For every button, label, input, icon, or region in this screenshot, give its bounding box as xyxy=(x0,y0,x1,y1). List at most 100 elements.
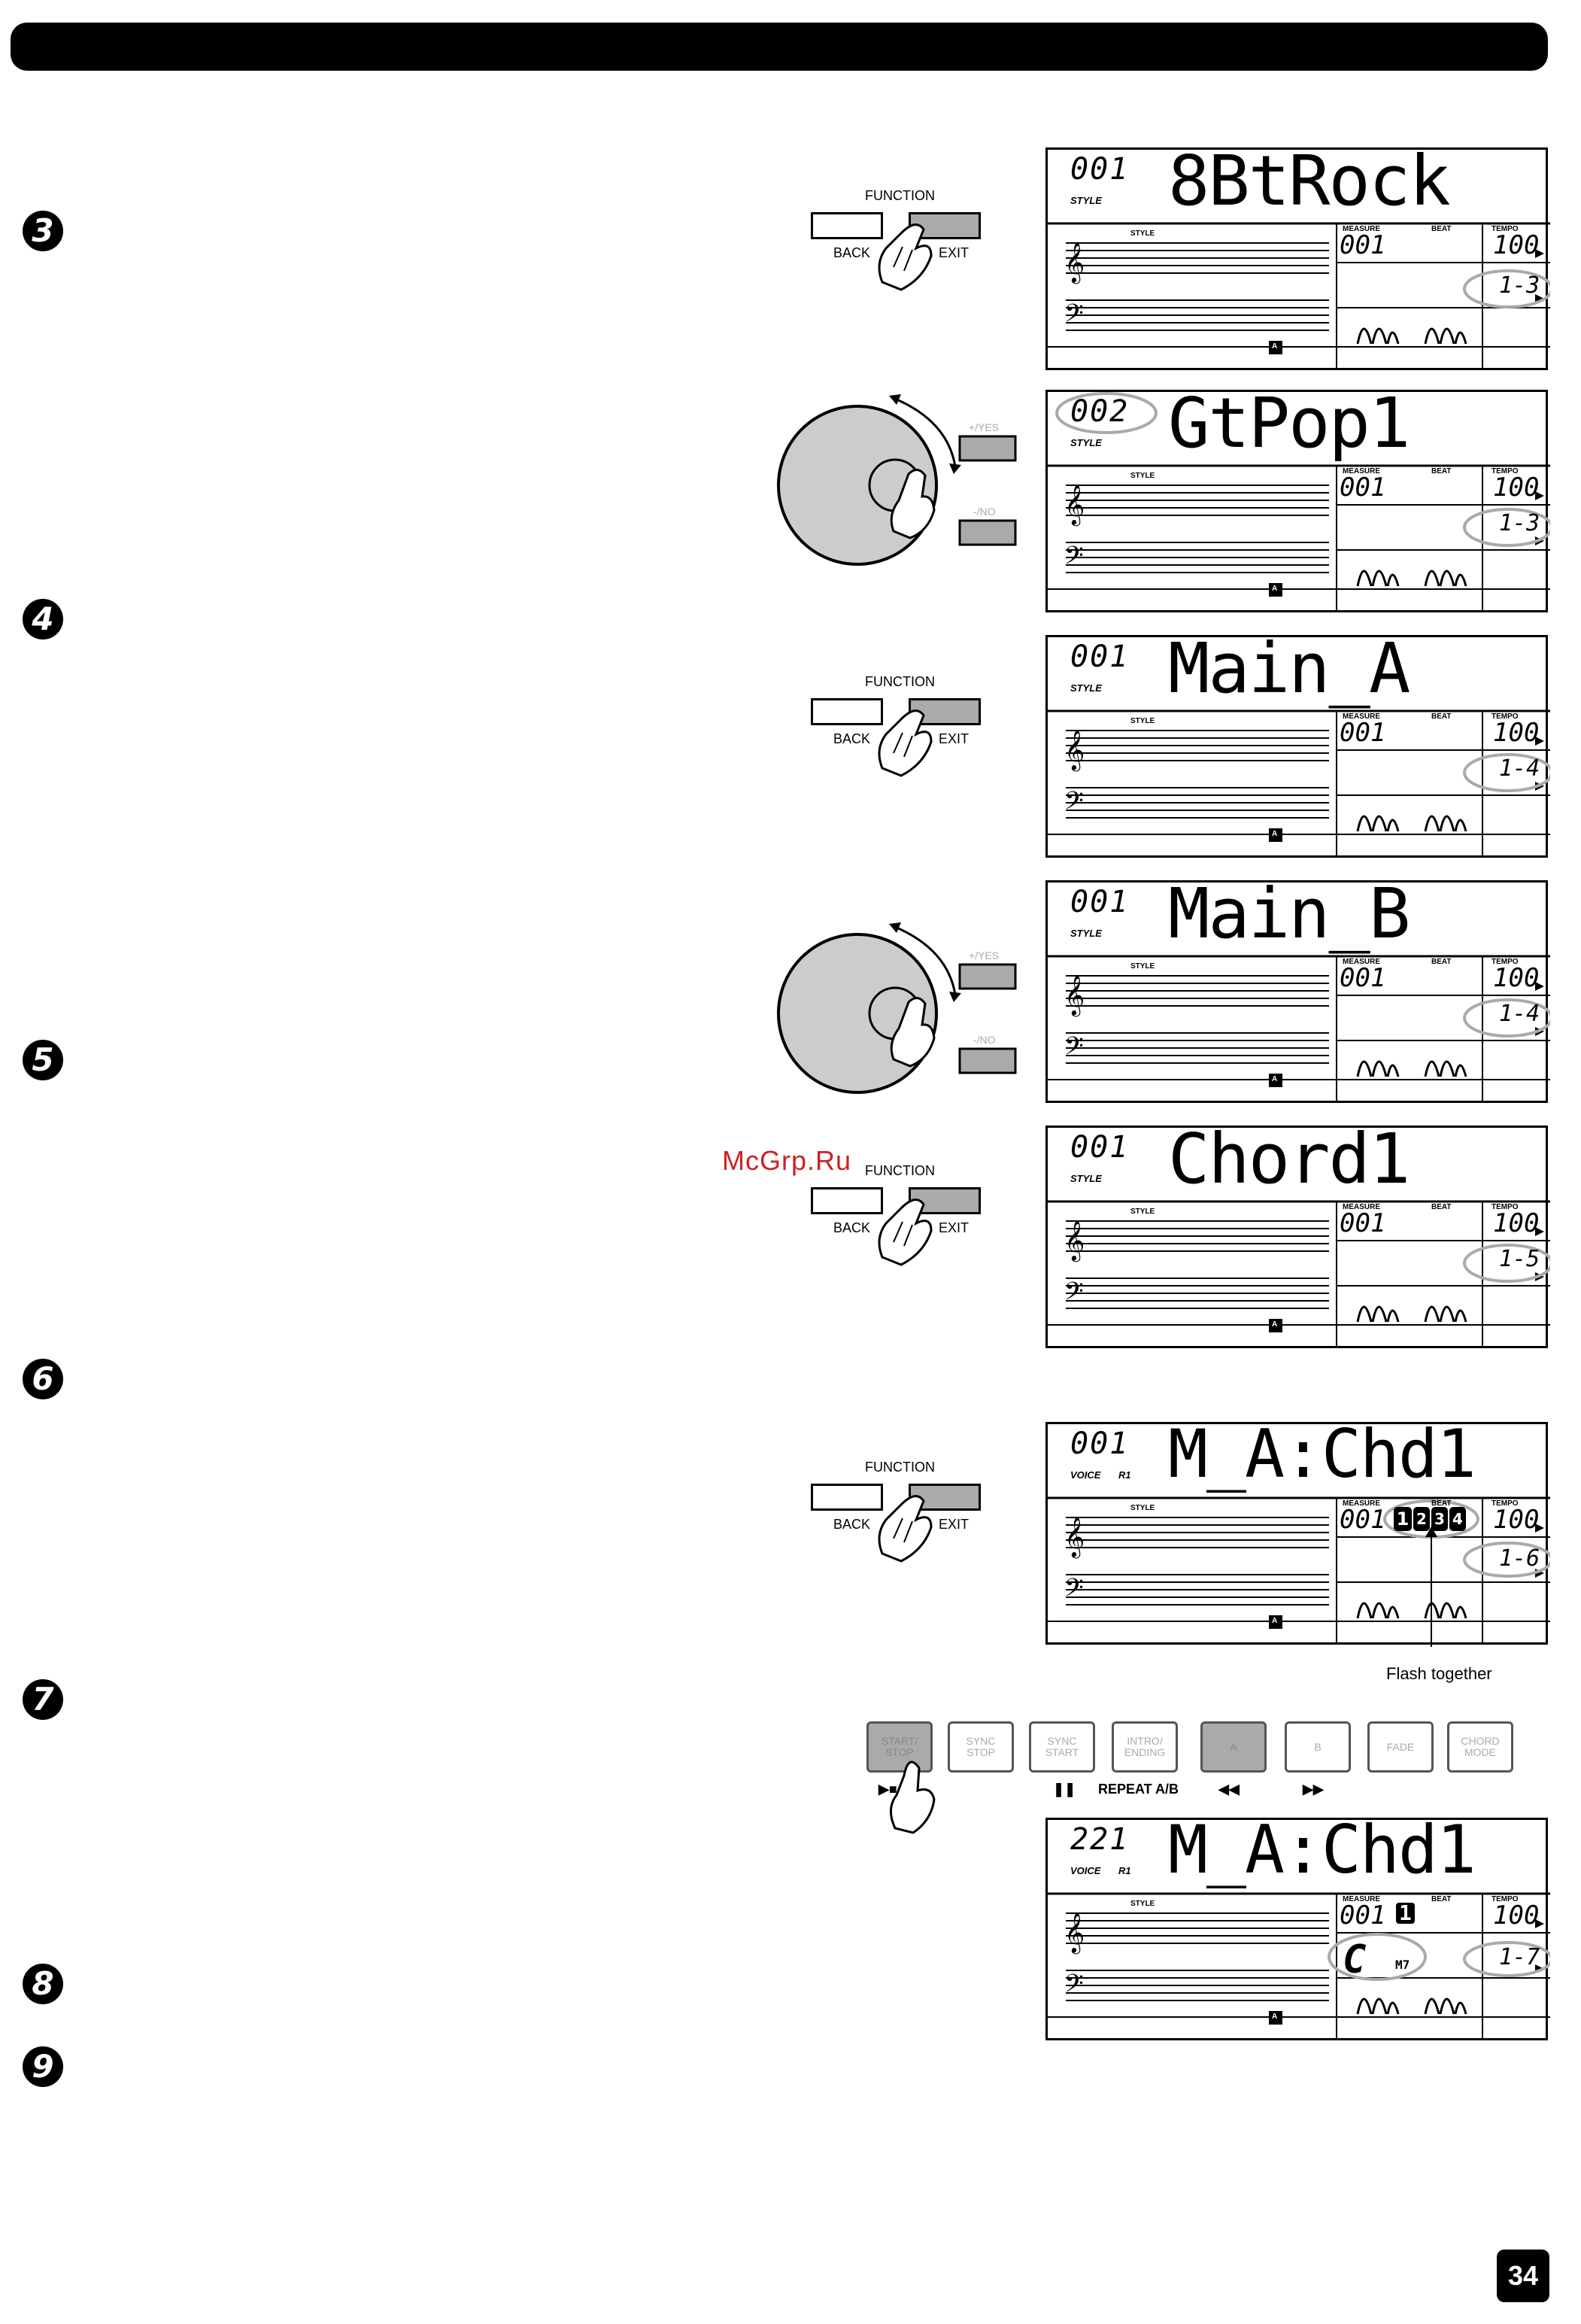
main-b-button[interactable]: B xyxy=(1285,1721,1351,1773)
lcd-frame-graphics: 𝄞 𝄢 xyxy=(1048,1200,1550,1347)
lcd-measure-value: 001 xyxy=(1340,963,1386,993)
lcd-measure-value: 001 xyxy=(1340,718,1386,748)
intro-ending-button[interactable]: INTRO/ ENDING xyxy=(1112,1721,1178,1773)
back-button[interactable] xyxy=(811,698,883,725)
hand-pointer-icon xyxy=(890,1760,936,1834)
lcd-measure-label: MEASURE xyxy=(1343,1203,1381,1211)
lcd-tempo-label: TEMPO xyxy=(1491,712,1519,721)
svg-text:𝄞: 𝄞 xyxy=(1064,974,1085,1016)
lcd-tempo-value: 100 xyxy=(1493,1900,1540,1931)
lcd-sub-label: STYLE xyxy=(1070,1173,1102,1184)
lcd-measure-label: MEASURE xyxy=(1343,712,1381,721)
lcd-function-value: 1-6 xyxy=(1499,1545,1540,1572)
back-label: BACK xyxy=(833,1220,871,1235)
lcd-style-tag: STYLE xyxy=(1130,472,1155,480)
lcd-beat-label: BEAT xyxy=(1431,1499,1452,1508)
lcd-style-tag: STYLE xyxy=(1130,717,1155,725)
exit-label: EXIT xyxy=(939,731,970,746)
lcd-section-label: A xyxy=(1272,1075,1278,1083)
lcd-tempo-label: TEMPO xyxy=(1491,467,1519,475)
data-dial-panel-2: +/YES -/NO xyxy=(775,912,1030,1107)
lcd-sub-label-2: R1 xyxy=(1118,1469,1131,1481)
lcd-frame-graphics: 𝄞 𝄢 xyxy=(1048,1892,1550,2040)
sync-stop-button[interactable]: SYNC STOP xyxy=(948,1721,1014,1773)
step-4-marker: 4 xyxy=(23,599,63,639)
lcd-tempo-label: TEMPO xyxy=(1491,225,1519,233)
rewind-icon: ◀◀ xyxy=(1218,1782,1240,1797)
lcd-section-label: A xyxy=(1272,1320,1278,1329)
header-bar xyxy=(11,23,1548,71)
lcd-sub-label: STYLE xyxy=(1070,682,1102,694)
lcd-beat-label: BEAT xyxy=(1431,958,1452,966)
lcd-sub-label-2: R1 xyxy=(1118,1865,1131,1876)
svg-text:𝄞: 𝄞 xyxy=(1064,1516,1085,1558)
lcd-measure-value: 001 xyxy=(1340,1208,1386,1238)
lcd-tempo-label: TEMPO xyxy=(1491,1895,1519,1903)
lcd-tempo-label: TEMPO xyxy=(1491,1203,1519,1211)
lcd-name: Main_A xyxy=(1168,628,1410,709)
lcd-tempo-value: 100 xyxy=(1493,1505,1540,1535)
lcd-frame-graphics: 𝄞 𝄢 xyxy=(1048,222,1550,369)
back-button[interactable] xyxy=(811,1187,883,1214)
lcd-style-tag: STYLE xyxy=(1130,1208,1155,1216)
lcd-function-value: 1-5 xyxy=(1499,1246,1540,1272)
lcd-function-value: 1-4 xyxy=(1499,755,1540,782)
back-button[interactable] xyxy=(811,1484,883,1511)
play-stop-icon: ▶■ xyxy=(879,1782,897,1797)
start-stop-button[interactable]: START/ STOP xyxy=(866,1721,933,1773)
data-dial-icon[interactable] xyxy=(775,912,1030,1107)
lcd-display-1: 𝄞 𝄢 001 STYLE 8BtRock STYLE MEASURE BEAT… xyxy=(1045,141,1550,370)
sync-start-button[interactable]: SYNC START xyxy=(1029,1721,1095,1773)
lcd-measure-label: MEASURE xyxy=(1343,1895,1381,1903)
hand-pointer-icon xyxy=(878,1198,933,1266)
lcd-tempo-label: TEMPO xyxy=(1491,958,1519,966)
svg-text:𝄢: 𝄢 xyxy=(1064,1277,1084,1312)
data-dial-icon[interactable] xyxy=(775,384,1030,579)
fast-forward-icon: ▶▶ xyxy=(1303,1782,1324,1797)
step-7-marker: 7 xyxy=(23,1679,63,1720)
lcd-display-7: 𝄞 𝄢 221 VOICE R1 M_A:Chd1 STYLE MEASURE … xyxy=(1045,1817,1550,2040)
step-5-marker: 5 xyxy=(23,1040,63,1080)
lcd-chord-root: C xyxy=(1343,1937,1367,1982)
lcd-sub-label: VOICE xyxy=(1070,1865,1101,1876)
lcd-measure-value: 001 xyxy=(1340,230,1386,260)
lcd-function-value: 1-7 xyxy=(1499,1944,1540,1970)
lcd-number: 001 xyxy=(1070,885,1130,919)
lcd-display-2: 𝄞 𝄢 002 STYLE GtPop1 STYLE MEASURE BEAT … xyxy=(1045,389,1550,612)
lcd-sub-label: STYLE xyxy=(1070,195,1102,206)
lcd-tempo-value: 100 xyxy=(1493,718,1540,748)
lcd-section-label: A xyxy=(1272,585,1278,593)
lcd-number: 221 xyxy=(1070,1822,1130,1857)
lcd-measure-label: MEASURE xyxy=(1343,958,1381,966)
exit-label: EXIT xyxy=(939,245,970,260)
lcd-section-label: A xyxy=(1272,830,1278,838)
svg-text:𝄢: 𝄢 xyxy=(1064,1032,1084,1067)
lcd-display-6: 𝄞 𝄢 001 VOICE R1 M_A:Chd1 STYLE MEASURE … xyxy=(1045,1421,1550,1647)
lcd-tempo-value: 100 xyxy=(1493,1208,1540,1238)
lcd-frame-graphics: 𝄞 𝄢 xyxy=(1048,955,1550,1102)
watermark: McGrp.Ru xyxy=(722,1145,852,1176)
main-a-button[interactable]: A xyxy=(1200,1721,1267,1773)
lcd-name: Main_B xyxy=(1168,873,1410,954)
lcd-number: 001 xyxy=(1070,1130,1130,1165)
hand-pointer-icon xyxy=(878,223,933,291)
back-button[interactable] xyxy=(811,212,883,239)
lcd-beat-label: BEAT xyxy=(1431,225,1452,233)
function-label: FUNCTION xyxy=(865,1163,935,1178)
lcd-sub-label: VOICE xyxy=(1070,1469,1101,1481)
lcd-name: 8BtRock xyxy=(1168,141,1451,221)
hand-pointer-icon xyxy=(878,1495,933,1563)
page-number: 34 xyxy=(1497,2250,1549,2302)
lcd-measure-label: MEASURE xyxy=(1343,1499,1381,1508)
lcd-number: 002 xyxy=(1070,394,1130,429)
lcd-measure-value: 001 xyxy=(1340,472,1386,503)
fade-button[interactable]: FADE xyxy=(1367,1721,1434,1773)
lcd-display-3: 𝄞 𝄢 001 STYLE Main_A STYLE MEASURE BEAT … xyxy=(1045,628,1550,858)
lcd-style-tag: STYLE xyxy=(1130,962,1155,971)
svg-text:𝄢: 𝄢 xyxy=(1064,1970,1084,2004)
lcd-section-label: A xyxy=(1272,1617,1278,1625)
lcd-measure-value: 001 xyxy=(1340,1505,1386,1535)
chord-mode-button[interactable]: CHORD MODE xyxy=(1447,1721,1513,1773)
lcd-tempo-value: 100 xyxy=(1493,963,1540,993)
lcd-beat-label: BEAT xyxy=(1431,712,1452,721)
